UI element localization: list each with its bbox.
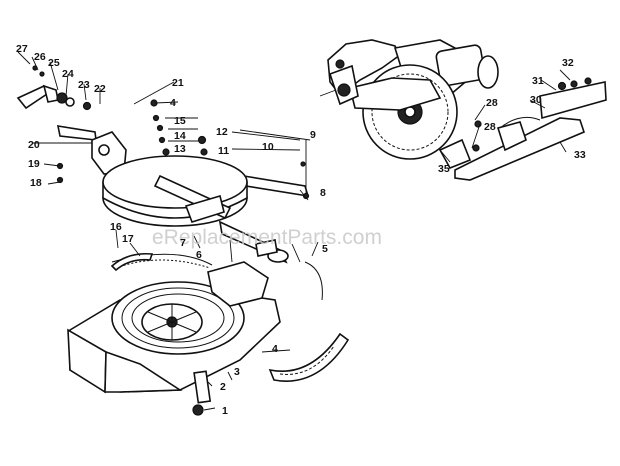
callout-label: 28 bbox=[486, 97, 498, 109]
callout-label: 30 bbox=[530, 94, 542, 106]
callout-label: 23 bbox=[78, 79, 90, 91]
callout-label: 12 bbox=[216, 126, 228, 138]
callout-label: 19 bbox=[28, 158, 40, 170]
callout-label: 16 bbox=[110, 221, 122, 233]
callout-label: 1 bbox=[222, 405, 228, 417]
callout-label: 8 bbox=[320, 187, 326, 199]
callout-label: 11 bbox=[218, 145, 229, 157]
callout-label: 31 bbox=[532, 75, 544, 87]
callout-label: 25 bbox=[48, 57, 60, 69]
callout-label: 28 bbox=[484, 121, 496, 133]
saw-head-assembly bbox=[327, 39, 607, 181]
callout-label: 22 bbox=[94, 83, 106, 95]
callout-label: 7 bbox=[180, 237, 186, 249]
turntable bbox=[102, 155, 289, 264]
arm-hardware bbox=[16, 65, 310, 200]
callout-label: 5 bbox=[322, 243, 328, 255]
leader-lines bbox=[17, 51, 571, 411]
callout-label: 24 bbox=[62, 68, 74, 80]
callout-label: 27 bbox=[16, 43, 28, 55]
callout-label: 18 bbox=[30, 177, 42, 189]
callout-label: 17 bbox=[122, 233, 134, 245]
watermark-text: eReplacementParts.com bbox=[152, 226, 382, 249]
fence-pieces bbox=[268, 261, 350, 382]
callout-label: 26 bbox=[34, 51, 46, 63]
callout-label: 2 bbox=[220, 381, 226, 393]
base bbox=[67, 252, 281, 416]
callout-label: 15 bbox=[174, 115, 186, 127]
callout-label: 4 bbox=[170, 97, 176, 109]
callout-label: 20 bbox=[28, 139, 40, 151]
callout-label: 14 bbox=[174, 130, 186, 142]
callout-label: 4 bbox=[272, 343, 278, 355]
callout-label: 13 bbox=[174, 143, 186, 155]
callout-label: 32 bbox=[562, 57, 574, 69]
callout-label: 9 bbox=[310, 129, 316, 141]
callout-label: 3 bbox=[234, 366, 240, 378]
callout-label: 35 bbox=[438, 163, 450, 175]
callout-label: 6 bbox=[196, 249, 202, 261]
callout-label: 21 bbox=[172, 77, 184, 89]
callout-label: 10 bbox=[262, 141, 274, 153]
callout-labels: 1 2 3 4 4 5 6 7 8 9 10 11 12 13 14 15 16… bbox=[16, 43, 586, 417]
callout-label: 33 bbox=[574, 149, 586, 161]
